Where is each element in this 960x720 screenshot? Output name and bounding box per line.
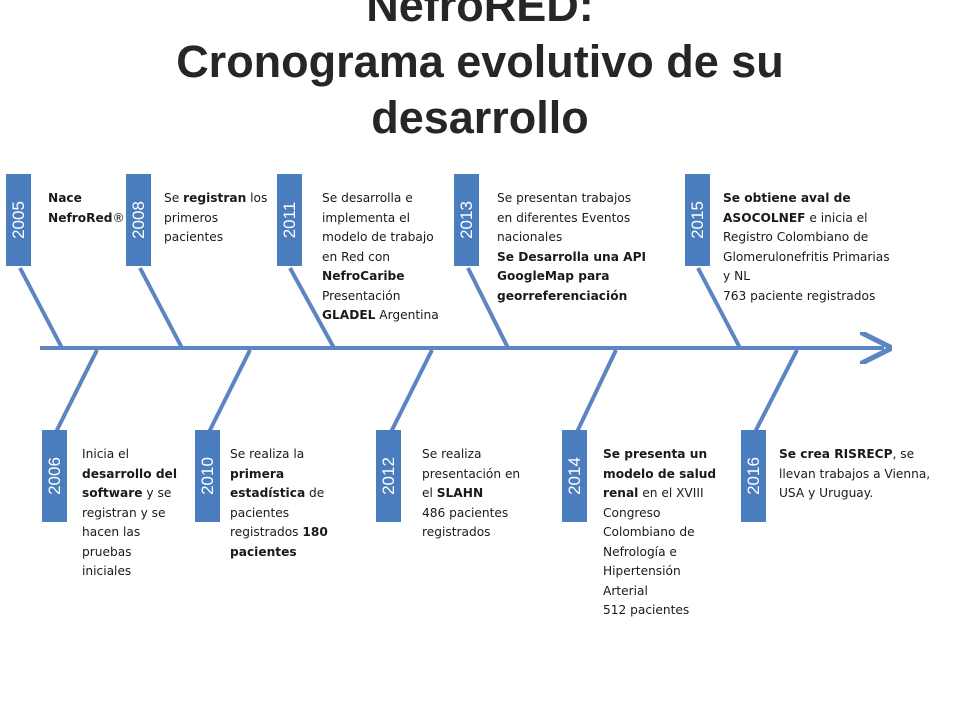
description-bold-text: primera estadística [230,466,306,501]
event-description-2011: Se desarrolla e implementa el modelo de … [322,189,450,326]
year-box-2012: 2012 [376,430,401,522]
connector-2016 [752,349,799,435]
event-description-2015: Se obtiene aval de ASOCOLNEF e inicia el… [723,189,898,306]
year-box-2013: 2013 [454,174,479,266]
event-description-2012: Se realiza presentación en el SLAHN 486 p… [422,445,522,543]
year-label: 2006 [44,457,64,495]
year-box-2011: 2011 [277,174,302,266]
description-text: e inicia el Registro Colombiano de Glome… [723,210,890,284]
title-line-1: NefroRED: [366,0,594,31]
event-description-2006: Inicia el desarrollo del software y se r… [82,445,182,582]
year-box-2014: 2014 [562,430,587,522]
description-text: 486 pacientes registrados [422,505,509,540]
description-bold-text: 180 pacientes [230,525,328,559]
description-text: ® [112,210,125,225]
description-text: Inicia el [82,447,130,461]
description-text: Se realiza la [230,447,305,461]
title-line-2: Cronograma evolutivo de su [176,36,784,87]
connector-2008 [138,267,184,349]
year-label: 2010 [197,457,217,495]
year-label: 2012 [378,457,398,495]
connector-2005 [18,267,64,349]
connector-2015 [696,267,742,349]
year-box-2010: 2010 [195,430,220,522]
description-bold-text: Se Desarrolla una API GoogleMap para geo… [497,249,647,303]
description-bold-text: registran [183,191,247,205]
description-bold-text: Se obtiene aval de ASOCOLNEF [723,191,851,225]
description-text: los primeros pacientes [164,191,268,244]
description-bold-text: SLAHN [436,486,484,500]
description-bold-text: NefroCaribe [322,269,405,283]
year-label: 2014 [564,457,584,495]
year-label: 2011 [279,201,299,239]
page-title: NefroRED: Cronograma evolutivo de su des… [0,0,960,146]
year-box-2005: 2005 [6,174,31,266]
year-box-2015: 2015 [685,174,710,266]
year-box-2006: 2006 [42,430,67,522]
description-text: Se realiza presentación en el [422,447,521,500]
description-text: , se llevan trabajos a Vienna, USA y Uru… [779,447,931,500]
connector-2013 [466,267,510,349]
description-text: Se presentan trabajos en diferentes Even… [497,191,632,244]
year-label: 2013 [456,201,476,239]
event-description-2010: Se realiza la primera estadística de pac… [230,445,340,562]
description-text: Se desarrolla e implementa el modelo de … [322,191,434,264]
description-bold-text: Se crea RISRECP [779,447,893,461]
description-bold-text: Se presenta un modelo de salud renal [603,447,717,500]
year-box-2016: 2016 [741,430,766,522]
event-description-2005: Nace NefroRed® [48,189,125,228]
description-bold-text: GLADEL [322,308,376,322]
connector-2006 [53,349,99,435]
description-text: y se registran y se hacen las pruebas in… [82,486,172,578]
description-bold-text: Nace NefroRed [48,191,113,225]
year-box-2008: 2008 [126,174,151,266]
year-label: 2016 [743,457,763,495]
description-text: Presentación [322,288,401,303]
description-text: Se [164,191,184,205]
year-label: 2015 [687,201,707,239]
connector-2014 [574,349,618,435]
description-text: de pacientes registrados [230,486,325,539]
description-text: Argentina [375,308,439,322]
year-label: 2005 [8,201,28,239]
connector-2010 [206,349,252,435]
title-line-3: desarrollo [371,92,589,143]
description-text: 512 pacientes [603,603,690,617]
year-label: 2008 [128,201,148,239]
event-description-2014: Se presenta un modelo de salud renal en … [603,445,721,621]
event-description-2016: Se crea RISRECP, se llevan trabajos a Vi… [779,445,949,504]
description-text: en el XVIII Congreso Colombiano de Nefro… [603,486,704,598]
connector-2011 [288,267,336,349]
description-bold-text: desarrollo del software [82,466,178,501]
event-description-2008: Se registran los primeros pacientes [164,189,272,248]
description-text: 763 paciente registrados [723,288,876,303]
connector-2012 [388,349,434,435]
event-description-2013: Se presentan trabajos en diferentes Even… [497,189,647,306]
